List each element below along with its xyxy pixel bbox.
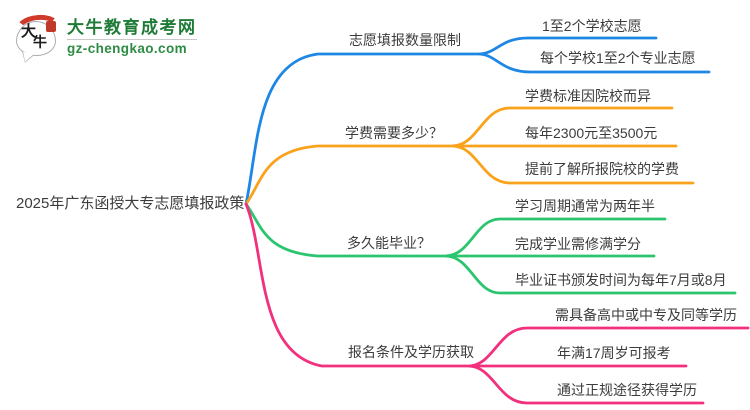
branch-1-connector [244,36,711,206]
child-label-tuition-range: 每年2300元至3500元 [525,125,658,141]
child-label-school-choices: 1至2个学校志愿 [542,18,642,34]
child-label-diploma-date: 毕业证书颁发时间为每年7月或8月 [515,272,727,288]
child-label-formal-diploma: 通过正规途径获得学历 [557,382,697,398]
branch-2-connector [244,106,695,206]
branch-3-connector [244,202,737,295]
branch-4-connector [244,202,750,405]
child-label-major-choices: 每个学校1至2个专业志愿 [540,50,696,66]
site-logo[interactable]: 大 牛 大牛教育成考网 gz-chengkao.com [13,12,197,65]
child-label-tuition-check: 提前了解所报院校的学费 [525,161,679,177]
brand-name: 大牛教育成考网 [67,18,197,37]
logo-char-da: 大 [21,23,37,40]
branch-label-tuition: 学费需要多少？ [345,125,443,141]
child-label-study-period: 学习周期通常为两年半 [515,198,655,214]
child-label-education-requirement: 需具备高中或中专及同等学历 [555,307,737,323]
logo-red-seal [46,21,56,32]
root-topic: 2025年广东函授大专志愿填报政策 [16,195,245,212]
child-label-tuition-varies: 学费标准因院校而异 [525,88,651,104]
logo-char-niu: 牛 [33,34,47,50]
brand-domain: gz-chengkao.com [67,39,197,56]
branch-label-volunteer-limit: 志愿填报数量限制 [349,32,461,48]
child-label-credits: 完成学业需修满学分 [515,236,641,252]
child-label-age-requirement: 年满17周岁可报考 [557,345,671,361]
daniu-bubble-logo-icon: 大 牛 [13,12,63,65]
branch-label-requirements: 报名条件及学历获取 [348,344,474,360]
branch-label-graduation-time: 多久能毕业？ [347,235,431,251]
